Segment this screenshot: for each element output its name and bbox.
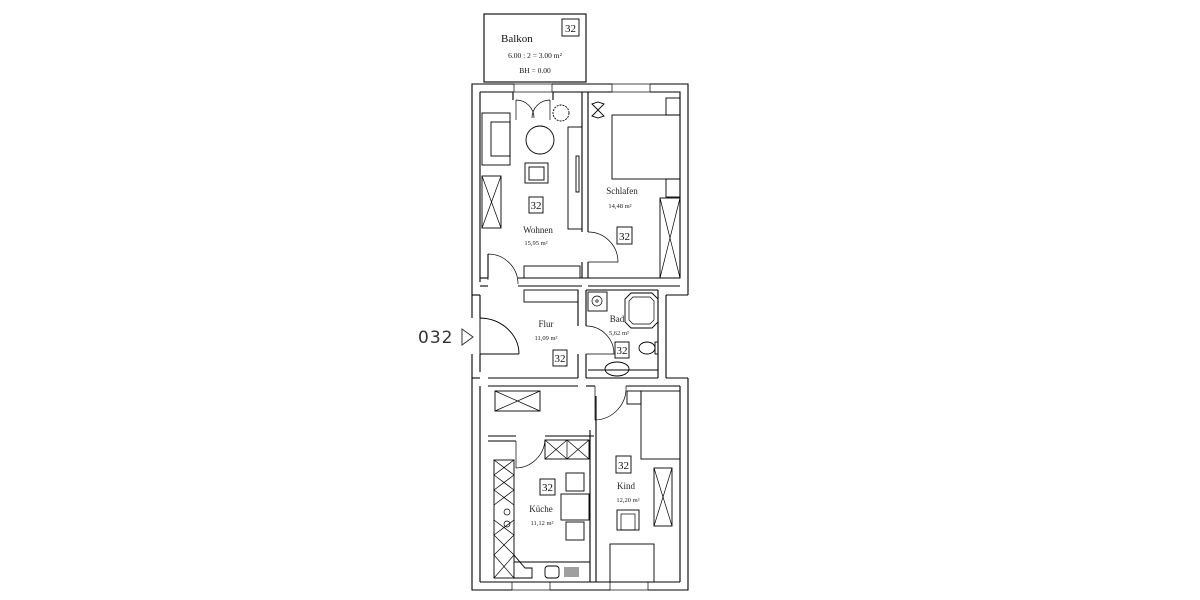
room-tag-label: 32: [542, 482, 553, 494]
door-kind: [594, 385, 627, 421]
entrance-arrow-icon: [461, 328, 474, 346]
room-name-wohnen: Wohnen: [523, 225, 553, 235]
desk: [609, 543, 655, 583]
shower: [624, 292, 659, 329]
interior-walls: [480, 92, 680, 582]
room-area-wohnen: 15,95 m²: [524, 240, 547, 247]
room-name-kueche: Küche: [529, 504, 553, 514]
furniture-kind: [609, 390, 681, 583]
door-balkon-left: [515, 99, 535, 120]
room-tag-kueche: [539, 478, 556, 496]
door-schlafen: [587, 231, 619, 263]
bed: [640, 390, 681, 460]
furniture-flur: [523, 289, 579, 303]
balkon: 32 Balkon 6.00 : 2 = 3.00 m² BH = 0.00: [483, 13, 587, 83]
room-tag-label: 32: [531, 200, 542, 212]
furniture-kueche: [493, 390, 590, 579]
room-tag-label: 32: [619, 231, 630, 243]
room-name-bad: Bad: [610, 314, 625, 324]
toilet: [638, 341, 656, 355]
room-tag-flur: [552, 349, 568, 367]
room-name-kind: Kind: [617, 481, 636, 491]
room-area-schlafen: 14,48 m²: [608, 203, 631, 210]
door-entry: [479, 317, 520, 355]
furniture-schlafen: [591, 97, 681, 279]
door-bad: [585, 325, 615, 355]
washbasin: [604, 361, 630, 377]
stove-icon: [564, 567, 579, 577]
room-name-schlafen: Schlafen: [606, 186, 638, 196]
room-name-balkon: Balkon: [501, 33, 533, 45]
room-area-bad: 5,62 m²: [609, 330, 629, 337]
balkon-area-formula: 6.00 : 2 = 3.00 m²: [508, 51, 563, 60]
unit-entrance-marker: 032: [418, 328, 474, 348]
door-wohnen: [487, 253, 519, 285]
room-area-kueche: 11,12 m²: [530, 520, 553, 527]
room-name-flur: Flur: [538, 319, 553, 329]
room-area-flur: 11,09 m²: [534, 335, 557, 342]
plant-icon: [591, 101, 605, 119]
room-area-kind: 12,20 m²: [616, 497, 639, 504]
room-tag-label: 32: [565, 23, 576, 35]
furniture-bad: [587, 291, 659, 377]
door-balkon-right: [531, 99, 551, 120]
sink: [587, 291, 608, 312]
plant-icon: [552, 104, 570, 122]
room-tag-label: 32: [617, 345, 628, 357]
room-tag-label: 32: [555, 353, 566, 365]
room-tag-wohnen: [528, 196, 544, 214]
round-table: [525, 125, 555, 155]
room-tag-label: 32: [618, 460, 629, 472]
room-tag-balkon: [561, 18, 580, 37]
dining-table: [560, 493, 590, 521]
bed: [611, 114, 681, 180]
unit-label: 032: [418, 328, 453, 348]
balkon-bh: BH = 0.00: [519, 66, 551, 75]
room-tag-schlafen: [616, 226, 633, 245]
doors: [479, 99, 627, 469]
room-labels: 32 Wohnen 15,95 m² Schlafen 14,48 m² 32 …: [523, 186, 640, 527]
outer-walls: [471, 83, 689, 591]
room-tag-bad: [614, 341, 630, 359]
kitchen-sink: [544, 565, 560, 579]
door-kueche: [515, 439, 546, 469]
room-tag-kind: [615, 455, 632, 474]
counter: [493, 459, 515, 579]
furniture-wohnen: [481, 104, 583, 279]
